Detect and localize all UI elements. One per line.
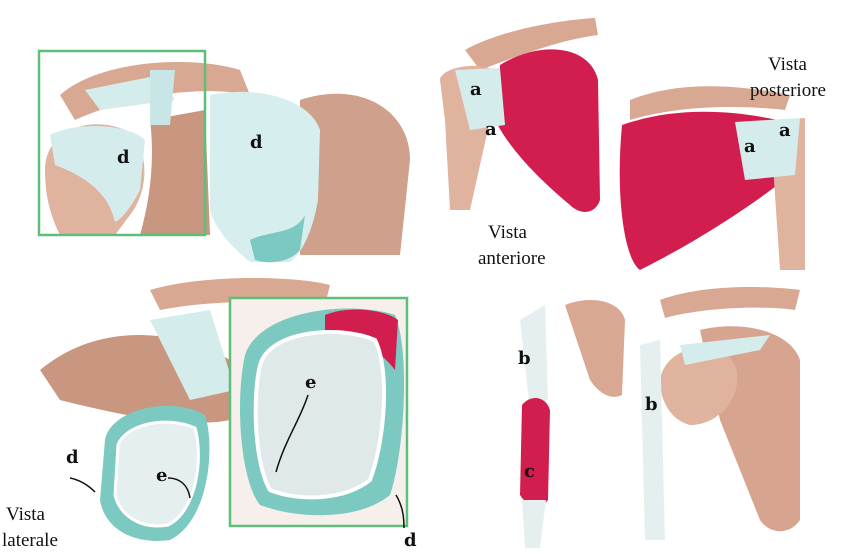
label-e-enlarged: e (305, 372, 316, 393)
biceps-muscle (520, 398, 550, 506)
label-e-lateral-small: e (156, 465, 167, 486)
label-a-anterior-lower: a (485, 119, 497, 140)
right-acromion-bone (660, 287, 800, 318)
label-d-lateral-small: d (66, 447, 79, 468)
subscapularis-muscle (495, 49, 600, 212)
right-biceps-tendon (640, 340, 665, 540)
label-d-capsule-inset: d (117, 147, 130, 168)
glenoid-cavity-enlarged (256, 332, 384, 497)
caption-anterior-line1: Vista (488, 222, 528, 243)
panel-top-right: a a Vista anteriore a a Vista posteriore (440, 18, 826, 270)
arrow-d-lateral-small (70, 478, 95, 492)
label-d-capsule-enlarged: d (250, 132, 263, 153)
biceps-distal-tendon (522, 500, 546, 548)
panel-bottom-left: d e Vista laterale e d (2, 278, 417, 551)
scapula-bone (140, 110, 210, 235)
caption-posterior-line1: Vista (768, 54, 808, 75)
caption-lateral-line1: Vista (6, 504, 46, 525)
label-a-posterior-left: a (744, 136, 756, 157)
label-c-biceps: c (524, 461, 535, 482)
label-a-anterior-upper: a (470, 79, 482, 100)
panel-bottom-right: b c b (518, 287, 800, 548)
label-d-enlarged: d (404, 530, 417, 551)
caption-lateral-line2: laterale (2, 530, 58, 551)
label-b-right: b (645, 394, 658, 415)
label-a-posterior-right: a (779, 120, 791, 141)
biceps-scapula-bone (565, 300, 625, 397)
caption-posterior-line2: posteriore (750, 80, 826, 101)
label-b-biceps: b (518, 348, 531, 369)
panel-top-left: d d (39, 51, 410, 262)
caption-anterior-line2: anteriore (478, 248, 546, 269)
